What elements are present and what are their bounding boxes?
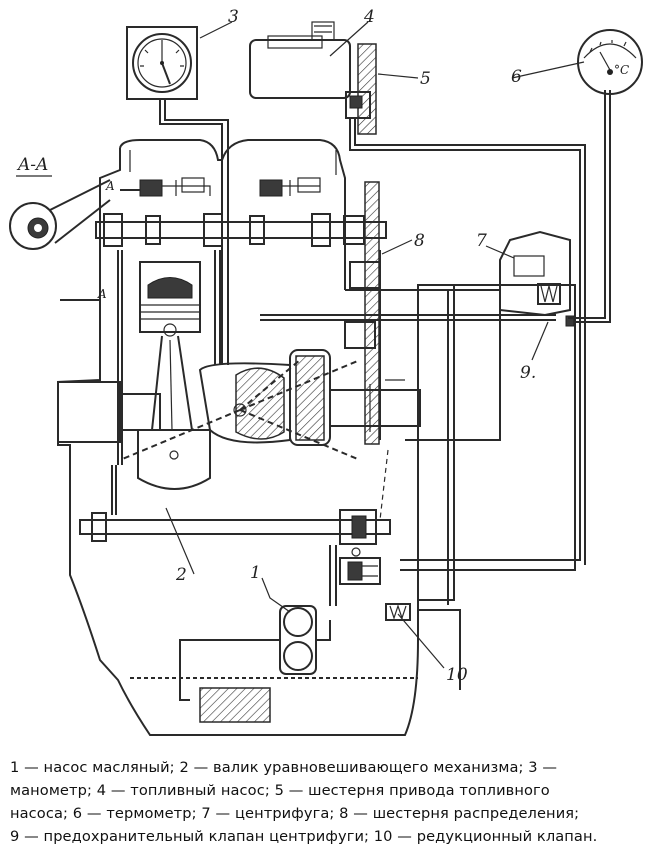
fuel-pump <box>249 21 377 135</box>
thermometer-scale-label: °C <box>614 63 629 77</box>
connecting-rod <box>151 335 193 431</box>
callout-2: 2 <box>175 565 187 585</box>
balancer-shaft <box>79 509 391 545</box>
callout-6: 6 <box>511 67 522 87</box>
leader-lines <box>165 21 585 669</box>
pressure-gauge <box>126 26 198 100</box>
engine-lubrication-diagram: A-A A A <box>9 7 643 736</box>
timing-gear <box>344 181 381 445</box>
cylinder-piston <box>117 250 221 490</box>
thermometer: °C <box>577 29 643 95</box>
section-a-lower-mark: A <box>97 287 107 301</box>
caption-line-1: 1 — насос масляный; 2 — валик уравновеши… <box>10 759 558 776</box>
centrifuge <box>499 230 575 327</box>
oil-lines <box>111 90 611 690</box>
oil-pump <box>179 605 331 701</box>
reduction-valve <box>385 603 411 621</box>
section-a-a: A-A A A <box>9 155 115 301</box>
oil-sump <box>130 677 418 723</box>
callout-10: 10 <box>446 665 468 685</box>
callout-1: 1 <box>250 563 261 583</box>
piston <box>139 261 201 333</box>
crankshaft <box>57 349 421 461</box>
idler-gear-outer <box>9 202 57 250</box>
figure-caption: 1 — насос масляный; 2 — валик уравновеши… <box>10 756 662 848</box>
camshaft <box>95 213 387 247</box>
caption-line-4: 9 — предохранительный клапан центрифуги;… <box>10 828 598 845</box>
callout-labels: 1 2 3 4 5 6 7 8 9. 10 <box>175 7 536 685</box>
caption-line-3: насоса; 6 — термометр; 7 — центрифуга; 8… <box>10 805 580 822</box>
callout-9: 9. <box>520 363 536 383</box>
caption-line-2: манометр; 4 — топливный насос; 5 — шесте… <box>10 782 550 799</box>
callout-4: 4 <box>363 7 375 27</box>
callout-3: 3 <box>228 7 239 27</box>
callout-7: 7 <box>476 231 487 251</box>
oil-fitting <box>339 547 381 585</box>
callout-8: 8 <box>414 231 425 251</box>
section-aa-label: A-A <box>16 155 48 175</box>
section-a-upper-mark: A <box>105 179 115 193</box>
valve-gear <box>120 177 321 197</box>
callout-5: 5 <box>420 69 431 89</box>
